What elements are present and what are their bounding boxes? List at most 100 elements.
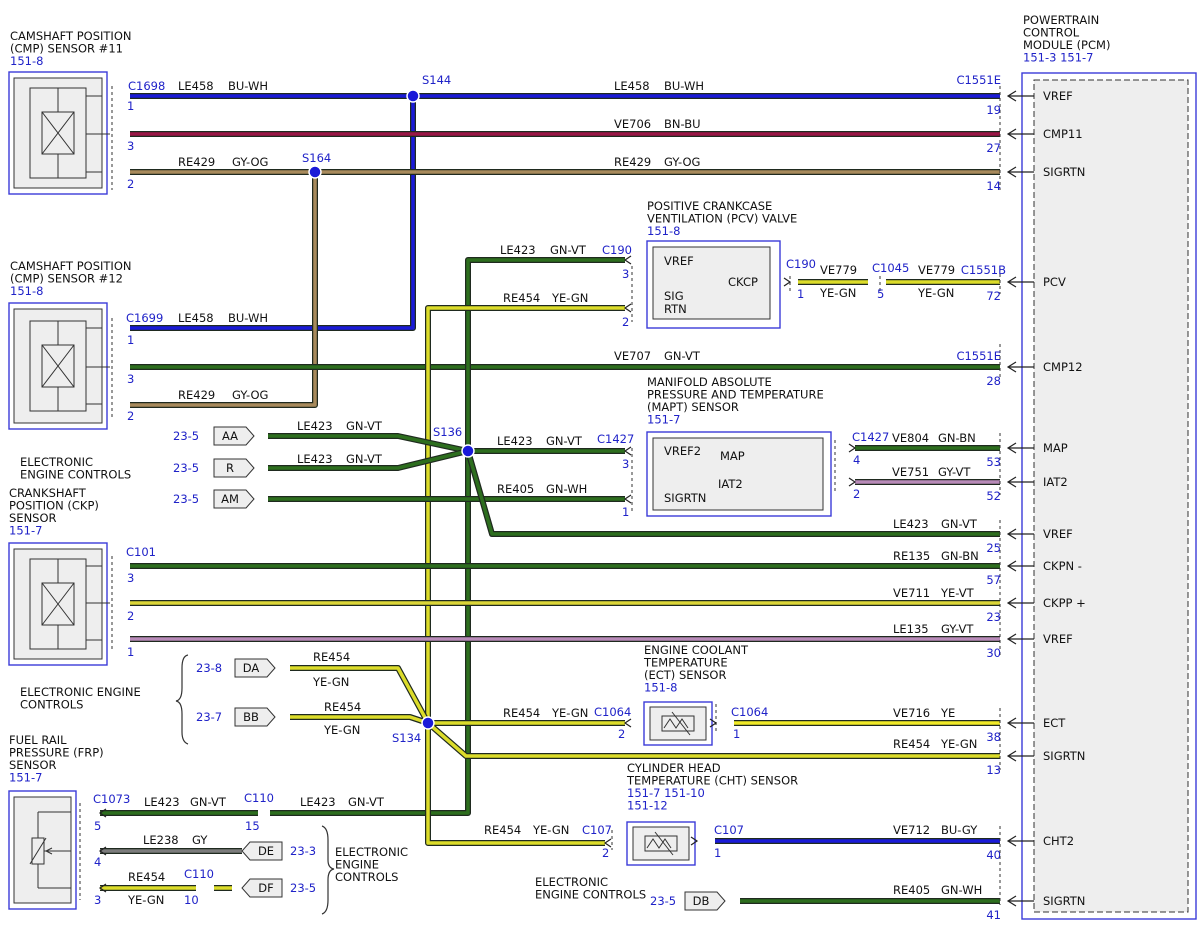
splice-label: S136	[433, 425, 462, 439]
offpage-ref: 23-3	[290, 844, 316, 858]
wire-le423-aa[interactable]	[268, 433, 469, 454]
pcm-pin-number: 13	[986, 763, 1001, 777]
wire-color-label: GY-VT	[941, 622, 974, 636]
connector-label: C1073	[93, 792, 130, 806]
offpage-ref: 23-5	[173, 461, 199, 475]
pcm-pin-number: 40	[986, 848, 1001, 862]
wire-re429-s164-drop[interactable]	[130, 172, 318, 408]
pcm-pin-arrow	[1006, 895, 1034, 907]
wire-le423-r[interactable]	[268, 448, 469, 471]
braces	[175, 654, 335, 915]
pcm-title-line: POWERTRAIN	[1023, 13, 1099, 27]
connector-label: C107	[714, 823, 744, 837]
wire-le423-c190[interactable]	[270, 257, 625, 816]
ckp-sensor[interactable]	[8, 542, 110, 666]
eec-label: ELECTRONIC	[335, 845, 408, 859]
pin-number: 2	[127, 409, 134, 423]
pcm-pin-arrow	[1006, 750, 1034, 762]
connector-arrow	[848, 477, 857, 487]
eec-label: ENGINE CONTROLS	[535, 888, 646, 902]
wire-circuit-label: LE423	[497, 434, 533, 448]
pin-number: 1	[127, 333, 134, 347]
wire-circuit-label: LE423	[297, 419, 333, 433]
frp-title-line: PRESSURE (FRP)	[9, 746, 104, 760]
ect-title-line: ENGINE COOLANT	[644, 643, 749, 657]
offpage-tag: DB	[693, 894, 710, 908]
wire-color-label: YE-GN	[532, 823, 569, 837]
cmp11-sensor[interactable]	[8, 71, 110, 195]
wire-circuit-label: VE711	[893, 586, 930, 600]
wire-re454-da[interactable]	[290, 665, 431, 725]
wire-le423-vref25[interactable]	[465, 450, 1000, 537]
pcv-valve[interactable]	[646, 240, 781, 329]
connector-label: C190	[786, 257, 816, 271]
connector-label: C101	[126, 545, 156, 559]
wire-circuit-label: RE405	[497, 482, 534, 496]
pcm-module[interactable]	[1021, 72, 1197, 920]
wire-circuit-label: VE707	[614, 349, 651, 363]
ect-sensor[interactable]	[643, 701, 713, 746]
pcm-pin-arrow	[1006, 128, 1034, 140]
mapt-sensor[interactable]	[646, 431, 832, 517]
eec-label: ENGINE	[335, 858, 379, 872]
wire-color-label: GN-BN	[941, 549, 979, 563]
pcv-pin-ckcp: CKCP	[728, 275, 758, 289]
connector-label: C1551B	[961, 263, 1006, 277]
connector-label: C1551E	[956, 73, 1001, 87]
cht-title-line: CYLINDER HEAD	[627, 761, 721, 775]
wire-circuit-label: LE238	[143, 833, 179, 847]
frp-sensor[interactable]	[8, 790, 77, 910]
wire-circuit-label: RE135	[893, 549, 930, 563]
offpage-connector-r[interactable]: R23-5	[173, 458, 255, 478]
cmp11-title-line: CAMSHAFT POSITION	[10, 29, 131, 43]
pcm-pin-name: VREF	[1043, 527, 1073, 541]
wire-circuit-label: LE458	[614, 79, 650, 93]
cht-sensor[interactable]	[626, 821, 696, 866]
wire-circuit-label: LE423	[500, 243, 536, 257]
wire-color-label: BU-GY	[941, 823, 978, 837]
wire-re454-sigrtn13[interactable]	[426, 720, 1000, 759]
wire-le458-s144-drop[interactable]	[130, 96, 416, 331]
wire-circuit-label: LE458	[178, 311, 214, 325]
pcm-pin-name: MAP	[1043, 441, 1068, 455]
pcm-pin-arrow	[1006, 361, 1034, 373]
eec-label: CONTROLS	[335, 870, 398, 884]
wire-color-label: GN-BN	[938, 431, 976, 445]
pcm-title-line: CONTROL	[1023, 26, 1080, 40]
pcm-pin-name: CKPN -	[1043, 559, 1082, 573]
ckp-title-line: SENSOR	[9, 511, 57, 525]
pin-number: 1	[797, 287, 804, 301]
wire-circuit-label: RE454	[313, 650, 350, 664]
mapt-title-line: (MAPT) SENSOR	[647, 400, 739, 414]
wire-circuit-label: RE454	[128, 870, 165, 884]
connector-arrow	[623, 255, 632, 265]
wire-circuit-label: LE135	[893, 622, 929, 636]
pcm-pin-name: ECT	[1043, 716, 1066, 730]
frp-ref: 151-7	[9, 771, 42, 785]
wire-circuit-label: RE454	[893, 737, 930, 751]
pcm-pin-number: 28	[986, 374, 1001, 388]
pcm-pin-arrow	[1006, 835, 1034, 847]
offpage-tag: DF	[258, 881, 273, 895]
pcm-pin-number: 38	[986, 730, 1001, 744]
wire-circuit-label: RE429	[178, 388, 215, 402]
wire-color-label: GN-WH	[546, 482, 587, 496]
pin-number: 3	[622, 457, 629, 471]
pcm-pin-number: 72	[986, 289, 1001, 303]
wire-color-label: GN-VT	[346, 452, 383, 466]
wire-circuit-label: VE804	[892, 431, 929, 445]
cht-ref: 151-7 151-10	[627, 786, 705, 800]
wire-color-label: GY-OG	[232, 388, 268, 402]
wire-re454-c190[interactable]	[425, 305, 625, 846]
pcm-pin-name: PCV	[1043, 275, 1066, 289]
cmp12-sensor[interactable]	[8, 302, 110, 430]
pcm-pin-arrow	[1006, 597, 1034, 609]
wire-color-label: YE-GN	[819, 286, 856, 300]
